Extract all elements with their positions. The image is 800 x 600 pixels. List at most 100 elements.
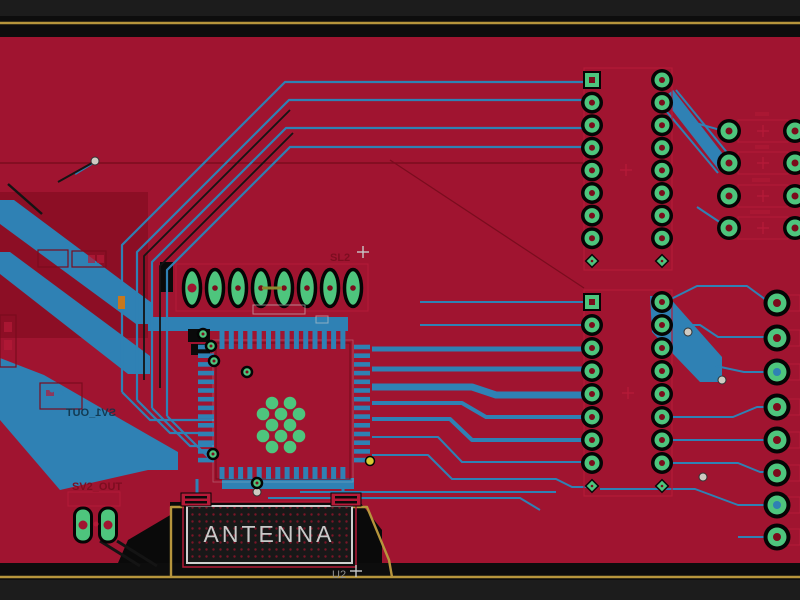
trace-bottom[interactable] xyxy=(99,539,141,568)
chip-pad-left[interactable] xyxy=(198,353,214,358)
trace[interactable] xyxy=(662,90,730,170)
thermal-via[interactable] xyxy=(283,418,297,432)
thermal-via[interactable] xyxy=(283,440,297,454)
chip-pad-top[interactable] xyxy=(219,330,225,349)
trace[interactable] xyxy=(670,462,764,473)
smd-pad[interactable] xyxy=(46,390,54,396)
chip-pad-left[interactable] xyxy=(198,423,214,428)
chip-pad-right[interactable] xyxy=(354,379,370,385)
chip-pad-top[interactable] xyxy=(275,330,281,349)
antenna-feed-pad[interactable] xyxy=(180,492,212,507)
chip-pad-right[interactable] xyxy=(354,396,370,402)
thermal-via[interactable] xyxy=(292,429,306,443)
thermal-via[interactable] xyxy=(274,429,288,443)
highlighted-via[interactable] xyxy=(364,455,376,467)
footprint-outline[interactable] xyxy=(37,249,69,268)
chip-pad-top[interactable] xyxy=(266,330,271,349)
chip-pad-top[interactable] xyxy=(247,330,253,349)
chip-pad-bottom[interactable] xyxy=(340,467,346,479)
chip-pad-left[interactable] xyxy=(198,449,214,454)
chip-pad-right[interactable] xyxy=(354,388,370,393)
thermal-via[interactable] xyxy=(283,396,297,410)
chip-pad-right[interactable] xyxy=(354,405,370,411)
chip-pad-right[interactable] xyxy=(354,449,370,454)
vias[interactable] xyxy=(90,156,727,497)
smd-pad[interactable] xyxy=(4,322,12,332)
trace[interactable] xyxy=(120,80,585,392)
chip-pad-right[interactable] xyxy=(354,362,370,367)
trace-bottom[interactable] xyxy=(57,162,93,183)
antenna-feed-pad[interactable] xyxy=(330,492,362,507)
chip-pad-bottom[interactable] xyxy=(331,467,337,479)
chip-pad-right[interactable] xyxy=(354,370,370,376)
trace[interactable] xyxy=(715,365,764,373)
chip-pad-left[interactable] xyxy=(198,370,214,376)
trace-bottom[interactable] xyxy=(116,539,158,568)
copper-pour[interactable] xyxy=(191,344,210,355)
board-edge-line[interactable] xyxy=(169,505,184,577)
antenna-region[interactable] xyxy=(180,492,362,568)
copper-pour[interactable] xyxy=(222,478,354,489)
smd-pad[interactable] xyxy=(58,390,64,396)
header-connector-2[interactable] xyxy=(581,289,673,497)
chip-pad-bottom[interactable] xyxy=(303,467,309,479)
thermal-via[interactable] xyxy=(256,407,270,421)
copper-pour[interactable] xyxy=(0,358,178,490)
thermal-via[interactable] xyxy=(274,407,288,421)
chip-pad-top[interactable] xyxy=(238,330,244,349)
chip-pad-left[interactable] xyxy=(198,431,214,437)
chip-pad-bottom[interactable] xyxy=(256,467,262,479)
chip-pad-left[interactable] xyxy=(198,457,214,463)
bottom-layer-traces[interactable] xyxy=(7,109,294,568)
trace[interactable] xyxy=(135,98,585,400)
edge-pad-column[interactable] xyxy=(763,289,800,551)
smd-pad[interactable] xyxy=(97,255,104,263)
chip-pad-right[interactable] xyxy=(354,440,370,445)
smd-pad[interactable] xyxy=(4,340,12,350)
trace[interactable] xyxy=(372,436,588,463)
jumper-components[interactable] xyxy=(717,112,800,240)
sl2-connector[interactable] xyxy=(175,263,369,312)
chip-pad-right[interactable] xyxy=(354,414,370,419)
chip-pad-left[interactable] xyxy=(198,440,214,445)
trace[interactable] xyxy=(670,406,764,418)
chip-pad-top[interactable] xyxy=(284,330,290,349)
trace-bottom[interactable] xyxy=(143,109,291,380)
chip-pad-bottom[interactable] xyxy=(247,467,253,479)
thermal-via[interactable] xyxy=(265,418,279,432)
chip-pad-bottom[interactable] xyxy=(321,467,327,479)
thermal-via[interactable] xyxy=(256,429,270,443)
chip-pad-left[interactable] xyxy=(198,379,214,385)
trace[interactable] xyxy=(372,401,588,419)
thermal-via[interactable] xyxy=(265,440,279,454)
antenna-keepout-area[interactable] xyxy=(186,505,353,564)
trace[interactable] xyxy=(661,105,719,174)
footprint-outline[interactable] xyxy=(71,250,107,268)
trace[interactable] xyxy=(372,454,590,488)
chip-pad-top[interactable] xyxy=(256,330,262,349)
chip-pad-bottom[interactable] xyxy=(284,467,290,479)
trace[interactable] xyxy=(150,126,585,408)
chip-pad-right[interactable] xyxy=(354,431,370,437)
trace[interactable] xyxy=(670,324,764,338)
chip-pad-right[interactable] xyxy=(354,423,370,428)
chip-pad-top[interactable] xyxy=(312,330,318,349)
sv2-connector[interactable] xyxy=(67,491,121,544)
via[interactable] xyxy=(717,375,727,385)
smd-component[interactable] xyxy=(118,296,125,309)
via[interactable] xyxy=(683,327,693,337)
chip-pad-top[interactable] xyxy=(303,330,309,349)
chip-pad-bottom[interactable] xyxy=(275,467,281,479)
header-connector-1[interactable] xyxy=(581,67,673,271)
chip-pad-top[interactable] xyxy=(228,330,234,349)
chip-pad-left[interactable] xyxy=(198,405,214,411)
chip-pad-left[interactable] xyxy=(198,388,214,393)
chip-pad-top[interactable] xyxy=(293,330,299,349)
thermal-via[interactable] xyxy=(292,407,306,421)
trace[interactable] xyxy=(664,285,767,303)
qfp-chip[interactable] xyxy=(198,330,370,483)
chip-pad-bottom[interactable] xyxy=(219,467,225,479)
chip-pad-bottom[interactable] xyxy=(293,467,299,479)
